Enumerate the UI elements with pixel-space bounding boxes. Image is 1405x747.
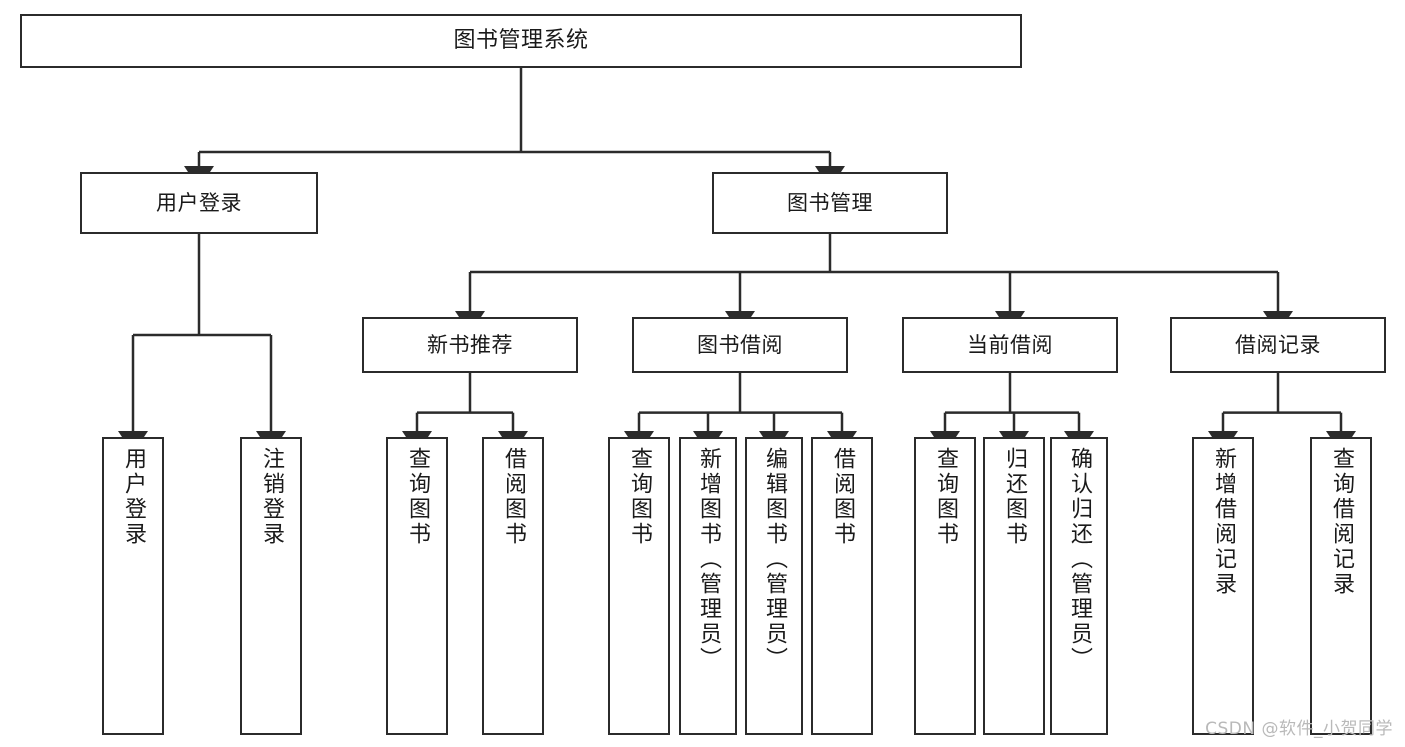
node-label: 新增借阅记录 [1211,447,1236,597]
node-label: 用户登录 [156,190,242,215]
node-leaf-user-login[interactable]: 用户登录 [102,437,164,735]
node-current-borrow[interactable]: 当前借阅 [902,317,1118,373]
node-leaf-query-book-1[interactable]: 查询图书 [386,437,448,735]
node-leaf-confirm-return[interactable]: 确认归还（管理员） [1050,437,1108,735]
node-leaf-query-book-2[interactable]: 查询图书 [608,437,670,735]
node-leaf-add-book[interactable]: 新增图书（管理员） [679,437,737,735]
node-label: 归还图书 [1002,447,1027,547]
node-book-borrow[interactable]: 图书借阅 [632,317,848,373]
node-leaf-return-book[interactable]: 归还图书 [983,437,1045,735]
node-label: 借阅图书 [830,447,855,547]
node-leaf-query-record[interactable]: 查询借阅记录 [1310,437,1372,735]
node-label: 编辑图书（管理员） [762,447,787,672]
node-label: 借阅图书 [501,447,526,547]
node-leaf-add-record[interactable]: 新增借阅记录 [1192,437,1254,735]
node-leaf-user-logout[interactable]: 注销登录 [240,437,302,735]
node-label: 图书借阅 [697,332,783,357]
node-leaf-query-book-3[interactable]: 查询图书 [914,437,976,735]
node-label: 图书管理系统 [453,28,589,54]
node-borrow-record[interactable]: 借阅记录 [1170,317,1386,373]
node-label: 新增图书（管理员） [696,447,721,672]
node-label: 用户登录 [121,447,146,547]
node-label: 注销登录 [259,447,284,547]
node-leaf-borrow-book-1[interactable]: 借阅图书 [482,437,544,735]
node-new-book-rec[interactable]: 新书推荐 [362,317,578,373]
node-label: 查询图书 [405,447,430,547]
node-label: 新书推荐 [427,332,513,357]
node-leaf-edit-book[interactable]: 编辑图书（管理员） [745,437,803,735]
node-user-login[interactable]: 用户登录 [80,172,318,234]
node-label: 查询借阅记录 [1329,447,1354,597]
watermark-text: CSDN @软件_小贺同学 [1205,719,1393,739]
node-root[interactable]: 图书管理系统 [20,14,1022,68]
node-label: 图书管理 [787,190,873,215]
node-leaf-borrow-book-2[interactable]: 借阅图书 [811,437,873,735]
node-book-manage[interactable]: 图书管理 [712,172,948,234]
node-label: 当前借阅 [967,332,1053,357]
node-label: 借阅记录 [1235,332,1321,357]
node-label: 查询图书 [627,447,652,547]
node-label: 确认归还（管理员） [1067,447,1092,672]
node-label: 查询图书 [933,447,958,547]
